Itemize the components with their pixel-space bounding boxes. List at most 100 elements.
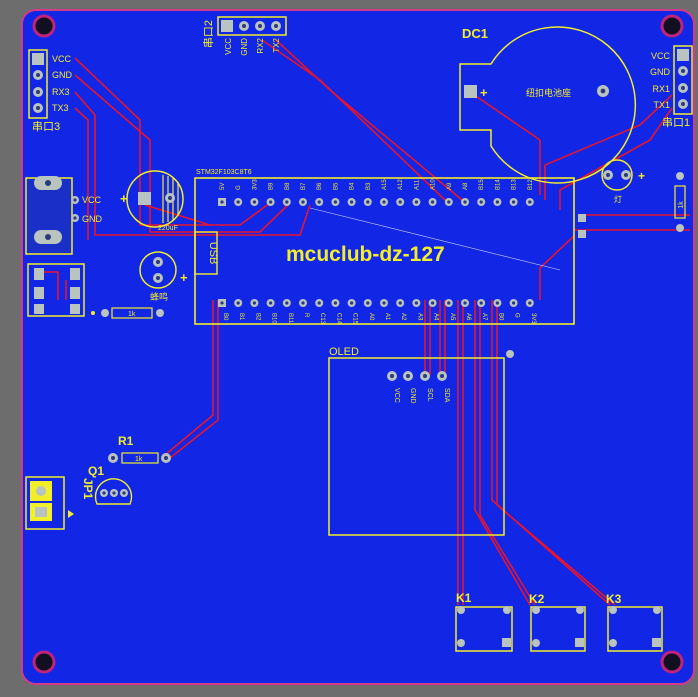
r1-ref: R1: [118, 434, 134, 448]
module-pin-label: A10: [431, 179, 437, 190]
serial2-pin-vcc: VCC: [224, 38, 233, 55]
module-pin-label: A3: [416, 313, 422, 321]
module-pin-label: A11: [414, 179, 420, 190]
module-pin-label: A0: [368, 313, 374, 321]
module-pin-hole: [333, 200, 337, 204]
jp1-ref: JP1: [81, 478, 95, 500]
transistor-q1: Q1: [88, 464, 133, 505]
key-k3: K3: [606, 592, 663, 652]
resistor-right: 1k: [674, 172, 686, 232]
module-pin-label: B4: [350, 182, 356, 190]
module-pin-hole: [528, 301, 532, 305]
k2-label: K2: [529, 592, 545, 606]
module-pin-hole: [269, 301, 273, 305]
serial3-pin-rx: RX3: [52, 87, 70, 97]
module-pin-hole: [333, 301, 337, 305]
module-pin-label: R: [303, 313, 309, 318]
module-pin-hole: [447, 301, 451, 305]
mounting-holes: [32, 14, 684, 674]
module-pin-label: B7: [301, 182, 307, 190]
module-pin-label: A1: [384, 313, 390, 321]
k3-label: K3: [606, 592, 622, 606]
oled-display: OLED VCC GND SCL SDA: [328, 346, 514, 536]
ratsnest-line: [309, 207, 561, 271]
serial3-title: 串口3: [32, 120, 60, 133]
module-pin-label: B0: [222, 313, 228, 321]
board-title: mcuclub-dz-127: [286, 243, 445, 266]
module-label: STM32F103C8T6: [196, 169, 252, 176]
module-pin-hole: [398, 200, 402, 204]
traces: [74, 39, 690, 606]
module-pin-hole: [414, 301, 418, 305]
serial1-title: 串口1: [662, 116, 690, 129]
module-pin-hole: [350, 200, 354, 204]
power-switch: [27, 263, 85, 317]
serial3-pin-tx: TX3: [52, 103, 69, 113]
module-pin-hole: [463, 200, 467, 204]
module-pin-hole: [252, 301, 256, 305]
resistor-mid-value: 1k: [128, 311, 136, 318]
module-pin-hole: [220, 301, 224, 305]
module-pin-hole: [285, 301, 289, 305]
module-pin-hole: [447, 200, 451, 204]
module-pin-label: C13: [319, 313, 325, 325]
dc1-ref: DC1: [462, 26, 488, 41]
r1-value: 1k: [135, 456, 143, 463]
serial2-pin-tx: TX2: [272, 37, 281, 52]
oled-pin-gnd: GND: [409, 388, 416, 404]
module-pin-label: B9: [269, 182, 275, 190]
oled-pin-vcc: VCC: [393, 388, 400, 403]
serial1-pin-gnd: GND: [650, 67, 671, 77]
module-pin-label: A4: [433, 313, 439, 321]
module-pin-hole: [463, 301, 467, 305]
module-pin-label: G: [514, 313, 520, 318]
module-pin-hole: [236, 200, 240, 204]
serial1-pin-rx: RX1: [652, 84, 670, 94]
module-pin-hole: [431, 200, 435, 204]
module-pin-label: A5: [449, 313, 455, 321]
module-pin-label: A8: [463, 182, 469, 190]
module-pin-label: B14: [495, 179, 501, 190]
module-pin-hole: [479, 200, 483, 204]
module-pin-label: A2: [400, 313, 406, 321]
module-pin-hole: [269, 200, 273, 204]
dc1-label: 纽扣电池座: [526, 87, 571, 98]
module-pin-label: B11: [287, 313, 293, 324]
led-label: 灯: [614, 194, 622, 204]
serial2-pin-rx: RX2: [256, 37, 265, 53]
buzzer-label: 蜂鸣: [150, 291, 168, 302]
resistor-r1: R1 1k: [108, 434, 171, 464]
electrolytic-capacitor: + 220uF: [120, 170, 184, 232]
oled-pin-scl: SCL: [426, 388, 433, 402]
cap-value: 220uF: [158, 225, 178, 232]
serial3-connector: VCC GND RX3 TX3 串口3: [28, 49, 73, 133]
module-pin-label: B15: [479, 179, 485, 190]
module-pin-label: A9: [447, 182, 453, 190]
module-pin-label: C14: [335, 313, 341, 325]
module-pin-label: B3: [366, 182, 372, 190]
serial2-connector: 串口2 VCC GND RX2 TX2: [202, 16, 287, 56]
module-pin-hole: [511, 200, 516, 204]
power-pin-vcc: VCC: [82, 195, 102, 205]
serial3-pin-gnd: GND: [52, 70, 73, 80]
led-polarity: +: [638, 169, 645, 183]
module-pin-hole: [382, 200, 386, 204]
module-pin-hole: [285, 200, 289, 204]
serial1-pin-vcc: VCC: [651, 51, 671, 61]
module-pin-label: 5V: [220, 183, 226, 190]
module-pin-hole: [236, 301, 240, 305]
usb-label: USB: [207, 242, 219, 265]
module-pin-hole: [414, 200, 418, 204]
module-pin-label: B8: [285, 182, 291, 190]
module-pin-hole: [398, 301, 402, 305]
module-pin-hole: [495, 301, 499, 305]
led: + 灯: [601, 159, 645, 204]
module-pin-label: B12: [528, 179, 534, 190]
power-jack: VCC GND: [25, 176, 103, 255]
module-pin-label: A6: [465, 313, 471, 321]
serial1-pin-tx: TX1: [653, 100, 670, 110]
buzzer: + 蜂鸣: [139, 251, 188, 302]
